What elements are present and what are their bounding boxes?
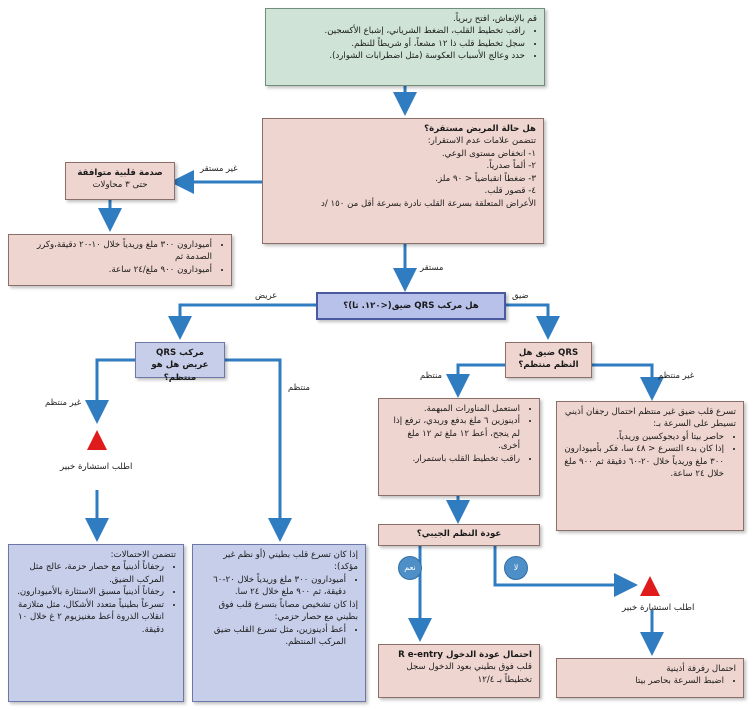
- arrow-no: [493, 541, 638, 597]
- warning-triangle-icon: [87, 430, 107, 450]
- wide-regular-bullet: أميودارون ٣٠٠ ملغ وريدياً خلال ٢٠-٦٠ دقي…: [200, 574, 346, 599]
- stability-item: ١- انخفاض مستوى الوعي.: [441, 148, 536, 159]
- arrow-wide-regular: [225, 358, 292, 542]
- wide-label: عريض: [255, 290, 278, 300]
- no-badge: لا: [504, 556, 528, 580]
- arrow-wide-irregular: [85, 358, 135, 424]
- narrow-qrs-text: QRS ضيق هل النظم منتظم؟: [518, 348, 579, 371]
- stable-label: مستقر: [420, 262, 444, 272]
- qrs-question-text: هل مركب QRS ضيق(<١٢٠. ثا)؟: [343, 301, 479, 311]
- seek-expert-text: اطلب استشارة خبير: [60, 462, 133, 472]
- wide-regular-list: أميودارون ٣٠٠ ملغ وريدياً خلال ٢٠-٦٠ دقي…: [200, 574, 358, 599]
- narrow-regular-box: استعمل المناورات المبهمة. أدينوزين ٦ ملغ…: [378, 398, 540, 496]
- amiodarone-bullet: أميودارون ٣٠٠ ملغ وريدياً خلال ١٠-٢٠ دقي…: [16, 239, 212, 264]
- arrow-narrow-regular: [446, 363, 505, 398]
- sinus-question-text: عودة النظم الجيبي؟: [416, 529, 502, 539]
- narrow-regular-bullet: أدينوزين ٦ ملغ بدفع وريدي، ترفع إذا لم ي…: [386, 415, 520, 452]
- wide-qrs-text: مركب QRS عريض هل هو منتظم؟: [151, 348, 209, 383]
- shock-line1: صدمة قلبية متوافقة: [77, 168, 163, 178]
- stability-box: هل حالة المريض مستقرة؟ تتضمن علامات عدم …: [262, 118, 544, 244]
- wide-regular-mid: إذا كان تشخيص مصاباً بتسرع قلب فوق بطيني…: [218, 599, 358, 623]
- narrow-regular-bullet: راقب تخطيط القلب باستمرار.: [386, 453, 520, 465]
- stability-item: ٤- قصور قلب.: [484, 186, 536, 197]
- arrow-narrow-irregular: [592, 363, 664, 401]
- reentry-text: قلب فوق بطيني بعود الدخول سجل تخطيطاً بـ…: [406, 662, 532, 685]
- flutter-list: اضبط السرعة بحاصر بيتا: [564, 675, 736, 687]
- narrow-irregular-bullet: حاصر بيتا أو ديجوكسين وريدياً.: [564, 431, 724, 443]
- narrow-qrs-box: QRS ضيق هل النظم منتظم؟: [505, 342, 592, 378]
- reentry-title: احتمال عودة الدخول R e-entry: [398, 650, 532, 660]
- flutter-box: احتمال رفرفة أذينية اضبط السرعة بحاصر بي…: [556, 658, 744, 698]
- stability-title: هل حالة المريض مستقرة؟: [424, 124, 536, 134]
- arrow-qrs-narrow: [506, 303, 560, 340]
- amiodarone-list: أميودارون ٣٠٠ ملغ وريدياً خلال ١٠-٢٠ دقي…: [16, 239, 224, 276]
- yes-badge: نعم: [398, 556, 422, 580]
- initial-list: راقب تخطيط القلب، الضغط الشرياني، إشباع …: [273, 25, 537, 62]
- stability-intro: تتضمن علامات عدم الاستقرار:: [427, 136, 536, 147]
- wide-regular-box: إذا كان تسرع قلب بطيني (أو نظم غير مؤكد)…: [192, 544, 366, 702]
- flutter-bullet: اضبط السرعة بحاصر بيتا: [564, 675, 724, 687]
- shock-box: صدمة قلبية متوافقة حتى ٣ محاولات: [65, 162, 175, 200]
- narrow-irregular-box: تسرع قلب ضيق غير منتظم احتمال رجفان أذين…: [556, 401, 744, 531]
- wide-regular-bullet2: أعط أدينوزين، مثل تسرع القلب ضيق المركب …: [200, 624, 346, 649]
- sinus-question-box: عودة النظم الجيبي؟: [378, 524, 540, 546]
- wide-qrs-box: مركب QRS عريض هل هو منتظم؟: [135, 342, 225, 383]
- wide-regular-list2: أعط أدينوزين، مثل تسرع القلب ضيق المركب …: [200, 624, 358, 649]
- stability-item: ٢- ألماً صدرياً.: [486, 161, 536, 172]
- wide-irregular-box: تتضمن الاحتمالات: رجفاناً أذينياً مع حصا…: [8, 544, 184, 702]
- stability-note: الأعراض المتعلقة بسرعة القلب نادرة بسرعة…: [321, 198, 536, 209]
- narrow-irregular-intro: تسرع قلب ضيق غير منتظم احتمال رجفان أذين…: [564, 407, 736, 430]
- stability-item: ٣- ضغطاً انقباضياً < ٩٠ ملز.: [435, 173, 536, 184]
- narrow-label: ضيق: [512, 290, 529, 300]
- initial-actions-box: قم بالإنعاش، افتح ربرياً. راقب تخطيط الق…: [265, 8, 545, 86]
- narrow-irregular-list: حاصر بيتا أو ديجوكسين وريدياً. إذا كان ب…: [564, 431, 736, 481]
- amiodarone-bullet: أميودارون ٩٠٠ ملغ/٢٤ ساعة.: [16, 264, 212, 276]
- seek-expert-text-right: اطلب استشارة خبير: [622, 603, 695, 613]
- warning-triangle-icon-right: [640, 576, 660, 596]
- reentry-box: احتمال عودة الدخول R e-entry قلب فوق بطي…: [378, 644, 540, 698]
- arrow-qrs-wide: [168, 303, 316, 340]
- unstable-label: غير مستقر: [200, 163, 238, 173]
- wide-regular-intro: إذا كان تسرع قلب بطيني (أو نظم غير مؤكد)…: [223, 550, 358, 573]
- qrs-question-box: هل مركب QRS ضيق(<١٢٠. ثا)؟: [316, 292, 506, 320]
- wide-irregular-bullet: رجفاناً أذينياً مسبق الاستثارة بالأميودا…: [16, 586, 164, 598]
- wide-irregular-bullet: رجفاناً أذينياً مع حصار حزمة، عالج مثل ا…: [16, 561, 164, 586]
- initial-line: قم بالإنعاش، افتح ربرياً.: [452, 14, 537, 24]
- initial-bullet: سجل تخطيط قلب ذا ١٢ مشعاً، أو شريطاً للن…: [273, 38, 525, 50]
- flutter-title: احتمال رفرفة أذينية: [666, 664, 736, 674]
- narrow-irregular-bullet: إذا كان بدء التسرع < ٤٨ سا، فكر بأميودار…: [564, 443, 724, 480]
- wide-irregular-intro: تتضمن الاحتمالات:: [110, 550, 176, 560]
- wide-irregular-bullet: تسرعاً بطينياً متعدد الأشكال، مثل متلازم…: [16, 599, 164, 636]
- shock-line2: حتى ٣ محاولات: [92, 180, 148, 191]
- initial-bullet: حدد وعالج الأسباب العكوسة (مثل اضطرابات …: [273, 50, 525, 62]
- wide-irregular-list: رجفاناً أذينياً مع حصار حزمة، عالج مثل ا…: [16, 561, 176, 636]
- wide-irregular-label: غير منتظم: [45, 397, 82, 407]
- wide-regular-label: منتظم: [288, 382, 310, 392]
- narrow-regular-list: استعمل المناورات المبهمة. أدينوزين ٦ ملغ…: [386, 403, 532, 465]
- narrow-irregular-label: غير منتظم: [658, 370, 695, 380]
- narrow-regular-label: منتظم: [420, 370, 442, 380]
- amiodarone-box: أميودارون ٣٠٠ ملغ وريدياً خلال ١٠-٢٠ دقي…: [8, 234, 232, 286]
- narrow-regular-bullet: استعمل المناورات المبهمة.: [386, 403, 520, 415]
- initial-bullet: راقب تخطيط القلب، الضغط الشرياني، إشباع …: [273, 25, 525, 37]
